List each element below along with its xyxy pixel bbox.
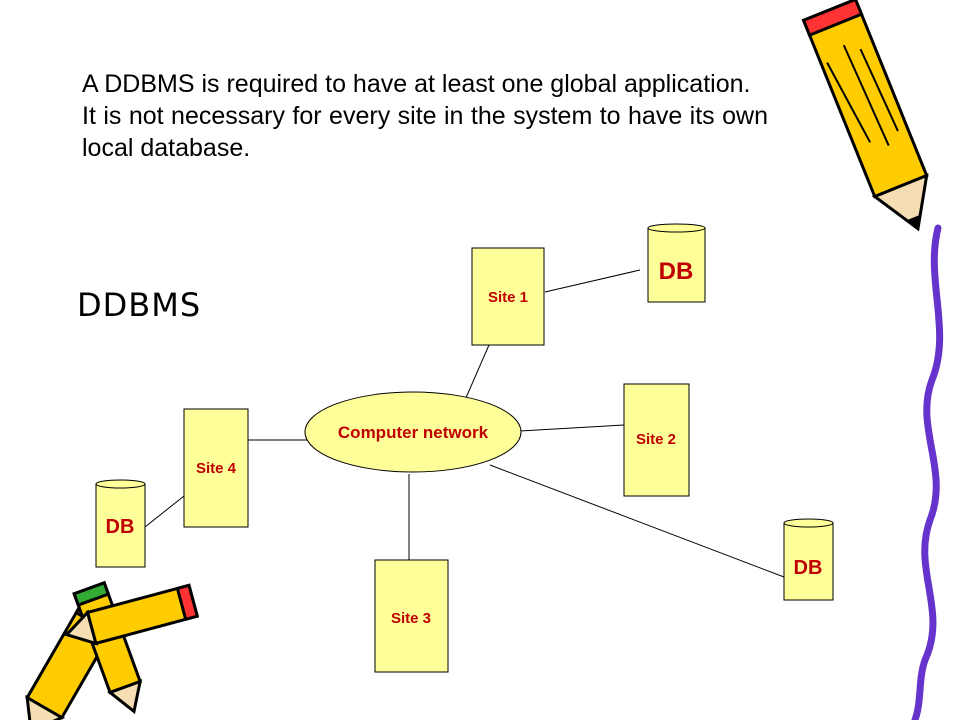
wavy-line	[911, 224, 944, 720]
slide-title: DDBMS	[77, 286, 202, 324]
database-2-label: DB	[106, 516, 135, 538]
link-net-site2	[519, 424, 625, 432]
site-4: Site 4	[183, 408, 249, 528]
intro-line-2: It is not necessary for every site in th…	[82, 102, 768, 162]
network-label: Computer network	[338, 423, 489, 442]
database-2: DB	[95, 479, 146, 568]
site-2: Site 2	[623, 383, 690, 497]
link-site1-db	[544, 269, 641, 293]
database-1-label: DB	[659, 258, 694, 285]
link-net-site1	[464, 344, 490, 401]
crossed-pencils-icon	[25, 580, 200, 720]
site-1-label: Site 1	[488, 289, 528, 306]
database-3: DB	[783, 518, 834, 601]
intro-text: A DDBMS is required to have at least one…	[82, 68, 768, 164]
site-2-label: Site 2	[636, 431, 676, 448]
site-4-label: Site 4	[196, 460, 237, 477]
site-3: Site 3	[374, 559, 449, 673]
site-3-label: Site 3	[391, 610, 431, 627]
database-3-label: DB	[794, 557, 823, 579]
link-net-db	[489, 464, 785, 578]
link-site4-db	[144, 495, 185, 528]
intro-line-1: A DDBMS is required to have at least one…	[82, 70, 751, 98]
database-1: DB	[647, 223, 706, 303]
site-1: Site 1	[471, 247, 545, 346]
pencil-icon	[801, 0, 929, 232]
computer-network	[304, 391, 522, 473]
